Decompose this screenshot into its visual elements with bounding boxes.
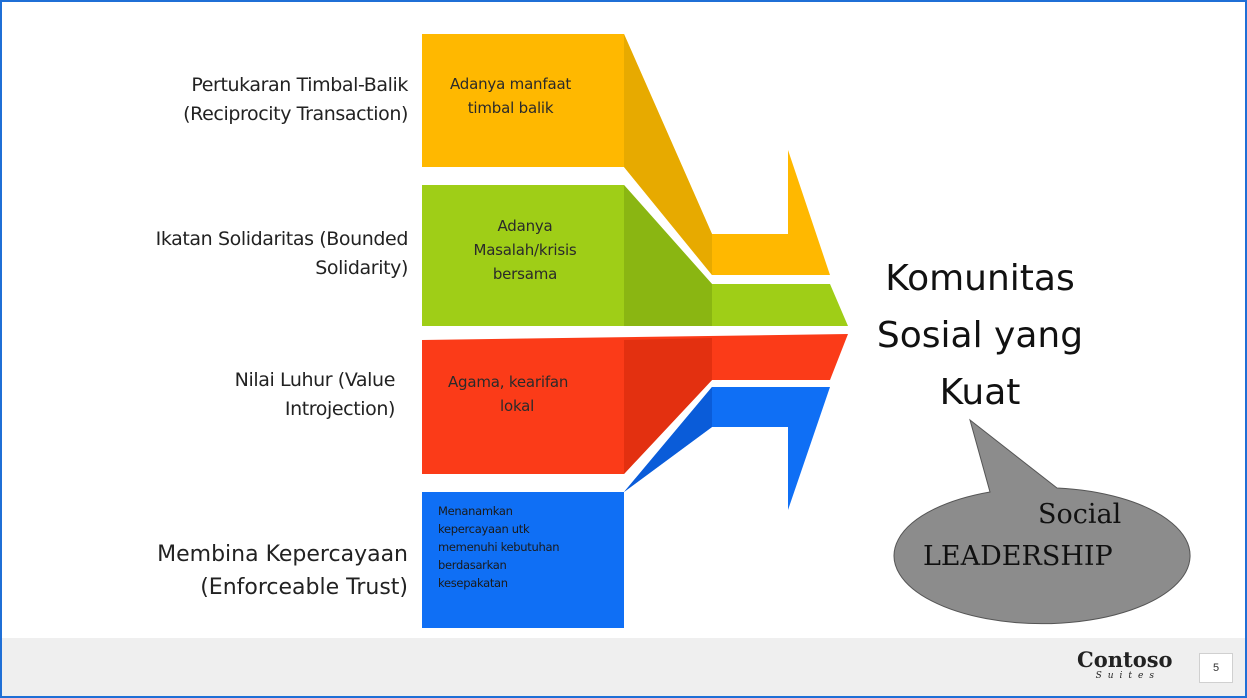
arrow-shade-solidarity <box>624 185 712 326</box>
box-text-reciprocity: Adanya manfaat timbal balik <box>450 75 572 117</box>
speech-bubble <box>893 418 1191 625</box>
box-text-value: Agama, kearifan lokal <box>448 373 569 415</box>
box-text-trust: Menanamkan kepercayaan utk memenuhi kebu… <box>438 504 560 590</box>
result-text: Komunitas Sosial yang Kuat <box>876 258 1084 413</box>
arrow-shade-reciprocity <box>624 34 712 275</box>
slide-footer <box>2 638 1245 696</box>
label-reciprocity: Pertukaran Timbal-Balik (Reciprocity Tra… <box>183 74 408 125</box>
bubble-line-social: Social <box>1038 499 1122 530</box>
arrow-band-trust <box>422 387 830 628</box>
arrow-shade-value <box>624 338 712 474</box>
arrow-shade-trust <box>624 387 712 628</box>
label-trust: Membina Kepercayaan (Enforceable Trust) <box>157 542 408 600</box>
bubble-line-leadership: LEADERSHIP <box>923 541 1113 572</box>
label-value: Nilai Luhur (Value Introjection) <box>234 369 396 420</box>
page-number: 5 <box>1199 653 1233 683</box>
contoso-logo: Contoso Suites <box>1077 647 1173 682</box>
box-text-solidarity: Adanya Masalah/krisis bersama <box>473 217 577 283</box>
label-solidarity: Ikatan Solidaritas (Bounded Solidarity) <box>155 228 409 279</box>
